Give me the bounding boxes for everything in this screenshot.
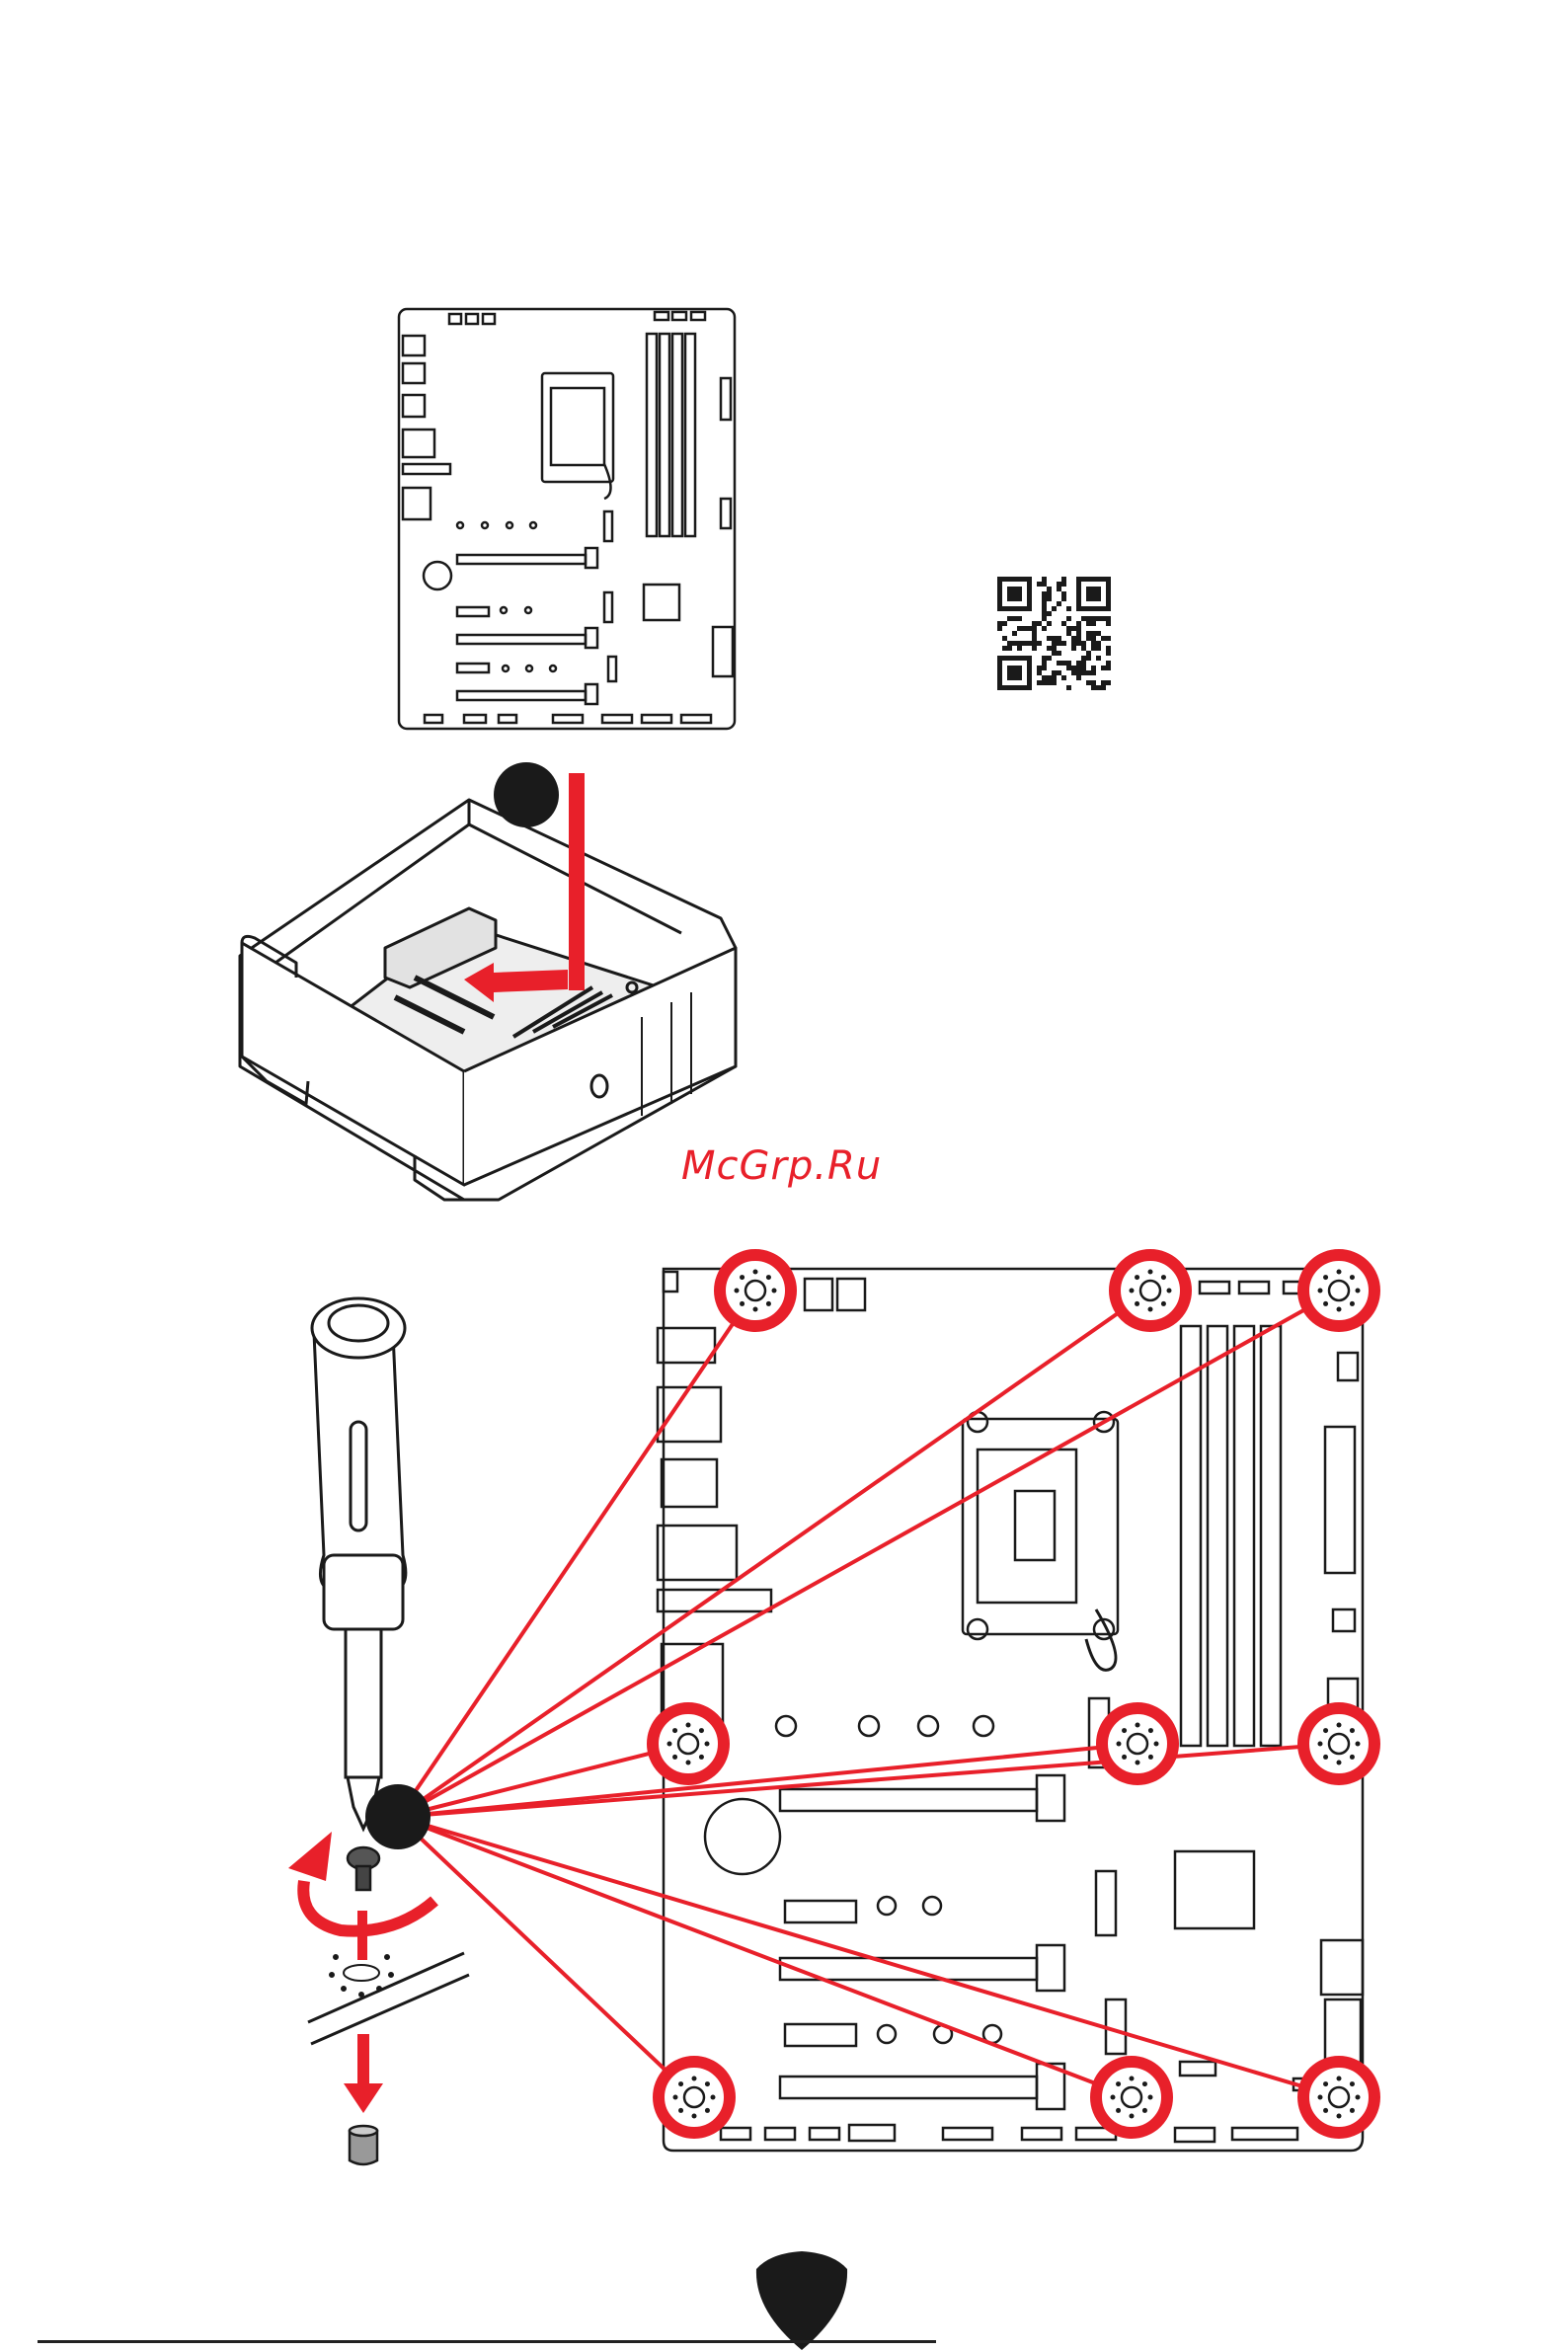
case-installation-illustration [240,800,736,1200]
motherboard-detail-diagram [658,1269,1363,2151]
down-arrow [344,2034,383,2113]
screw-hole-middle-right [1303,1708,1374,1779]
guide-line [398,1291,1150,1817]
screw-guide-lines [398,1291,1339,2097]
board-edge-lines [308,1953,469,2044]
page-bottom-rule [38,2340,936,2343]
screw-hole-bottom-middle [1096,2062,1167,2133]
step-marker-dot [365,1784,431,1849]
shield-logo-icon [756,2251,847,2350]
guide-line [398,1817,694,2097]
step-marker-dot [494,762,559,827]
screw-icon [348,1847,379,1890]
down-arrow-shaft [357,1911,367,1960]
motherboard-overview-diagram [399,309,735,729]
screw-hole-bottom-left [659,2062,730,2133]
guide-line [398,1291,1339,1817]
screw-hole-middle-center [1102,1708,1173,1779]
screw-hole-top-middle [1115,1255,1186,1326]
watermark-text: McGrp.Ru [681,1143,908,1189]
qr-code-icon [997,577,1111,690]
screw-hole-middle-left [653,1708,724,1779]
rotation-arrowhead [288,1832,332,1881]
screw-hole-top-left [720,1255,791,1326]
guide-line [398,1817,1339,2097]
screwdriver-icon [312,1298,406,1829]
screw-hole-top-right [1303,1255,1374,1326]
screw-hole-bottom-right [1303,2062,1374,2133]
standoff-icon [350,2126,377,2164]
